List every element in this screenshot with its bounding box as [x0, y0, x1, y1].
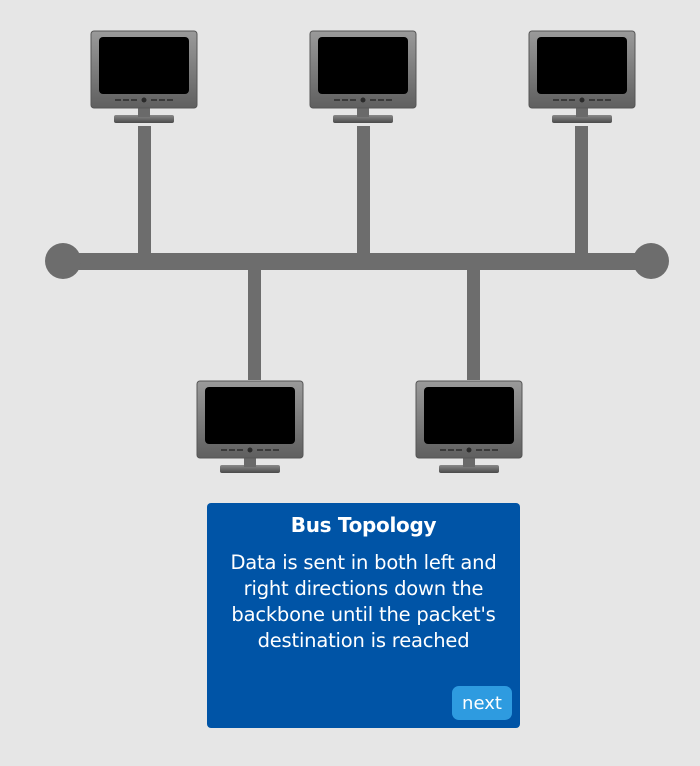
- terminator-node-icon: [633, 243, 669, 279]
- backbone-cable: [62, 253, 652, 270]
- monitor-icon: [90, 30, 198, 124]
- card-title: Bus Topology: [290, 513, 437, 537]
- next-button[interactable]: next: [452, 686, 512, 720]
- card-description: Data is sent in both left and right dire…: [230, 551, 497, 652]
- monitor-icon: [528, 30, 636, 124]
- bus-topology-diagram: [45, 30, 669, 474]
- drop-cable: [138, 126, 151, 264]
- drop-cable: [575, 126, 588, 264]
- terminator-node-icon: [45, 243, 81, 279]
- info-card: Bus Topology Data is sent in both left a…: [207, 503, 520, 728]
- drop-cable: [248, 262, 261, 380]
- monitor-icon: [196, 380, 304, 474]
- monitor-icon: [309, 30, 417, 124]
- drop-cable: [357, 126, 370, 264]
- monitor-icon: [415, 380, 523, 474]
- drop-cable: [467, 262, 480, 380]
